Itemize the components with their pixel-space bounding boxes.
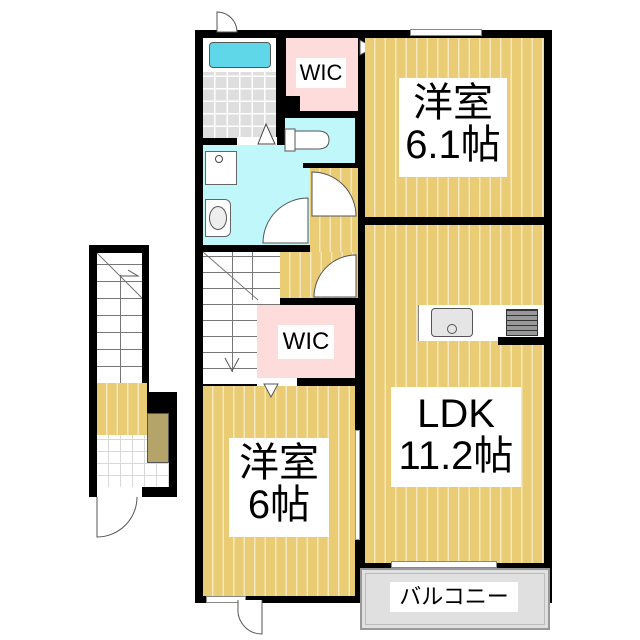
window-icon — [391, 561, 497, 568]
door-swing-icon — [257, 122, 276, 145]
balcony-label: バルコニー — [390, 582, 518, 612]
entrance-door[interactable] — [97, 487, 142, 497]
room-size: 6帖 — [247, 483, 311, 527]
kitchen-sink-icon — [431, 308, 473, 337]
stairs-icon — [97, 253, 142, 383]
ldk-label: LDK 11.2帖 — [391, 387, 521, 487]
bath-door[interactable] — [237, 137, 277, 145]
washbasin-icon — [205, 199, 231, 237]
door-swing-icon — [237, 600, 263, 635]
window-icon — [206, 596, 246, 603]
sliding-door[interactable] — [355, 430, 360, 540]
wall-piece — [286, 96, 300, 111]
room-name: 洋室 — [239, 441, 319, 485]
stairs-center-line — [232, 252, 233, 372]
stairs-right-line — [252, 252, 253, 300]
window-icon — [410, 29, 482, 36]
room-size: 6.1帖 — [405, 123, 501, 167]
washing-machine-icon — [205, 151, 237, 185]
entrance-hall — [97, 383, 147, 435]
gas-stove-icon — [506, 309, 538, 336]
wic-north-label: WIC — [296, 58, 346, 88]
room-size: 11.2帖 — [398, 434, 514, 478]
toilet-icon — [284, 128, 330, 152]
bedroom-south-label: 洋室 6帖 — [229, 438, 329, 537]
door-swing-icon — [313, 254, 357, 298]
counter-wall — [498, 337, 544, 345]
door-swing-icon — [263, 383, 279, 399]
door-swing-icon — [262, 197, 309, 244]
wic-south-label: WIC — [278, 325, 334, 359]
room-name: LDK — [417, 392, 495, 436]
stairs-diagonal — [202, 251, 259, 301]
door-swing-icon — [96, 496, 138, 538]
door-swing-icon — [216, 11, 238, 33]
stairs-arrow-icon — [120, 269, 140, 277]
bedroom-south-door[interactable] — [257, 378, 297, 386]
stairs-center-line — [120, 275, 121, 383]
stairs-arrow-icon — [224, 357, 240, 373]
bedroom-north-label: 洋室 6.1帖 — [399, 78, 507, 177]
stairs-diagonal — [96, 252, 143, 299]
shoe-storage — [147, 413, 169, 463]
room-name: 洋室 — [413, 81, 493, 125]
door-swing-icon — [311, 171, 357, 217]
bathtub-basin — [209, 42, 271, 68]
